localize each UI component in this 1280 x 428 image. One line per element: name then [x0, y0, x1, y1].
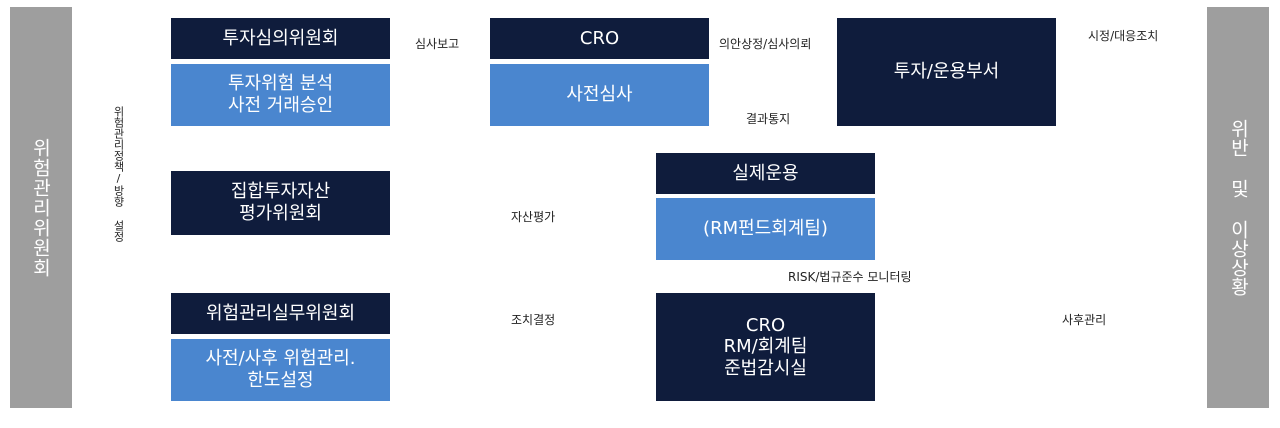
asset-valuation-committee-box: 집합투자자산 평가위원회 — [171, 171, 390, 235]
risk-practice-committee-box: 위험관리실무위원회 — [171, 293, 390, 334]
violation-situation-label: 위반 및 이상상황 — [1227, 119, 1250, 296]
pre-post-risk-management-box: 사전/사후 위험관리. 한도설정 — [171, 339, 390, 401]
risk-committee-bar: 위험관리위원회 — [10, 7, 72, 408]
risk-committee-label: 위험관리위원회 — [29, 137, 52, 278]
agenda-request-label: 의안상정/심사의뢰 — [719, 37, 812, 51]
risk-compliance-monitoring-label: RISK/법규준수 모니터링 — [788, 270, 912, 284]
investment-review-committee-box: 투자심의위원회 — [171, 18, 390, 59]
post-management-label: 사후관리 — [1062, 313, 1107, 327]
investment-operations-dept-box: 투자/운용부서 — [837, 18, 1056, 126]
compliance-team-box: CRO RM/회계팀 준법감시실 — [656, 293, 875, 401]
asset-evaluation-label: 자산평가 — [511, 210, 556, 224]
result-notice-label: 결과통지 — [746, 112, 791, 126]
review-report-label: 심사보고 — [415, 37, 460, 51]
corrective-action-label: 시정/대응조치 — [1088, 29, 1159, 43]
action-decision-label: 조치결정 — [511, 313, 556, 327]
violation-situation-bar: 위반 및 이상상황 — [1207, 7, 1269, 408]
investment-risk-analysis-box: 투자위험 분석 사전 거래승인 — [171, 64, 390, 126]
rm-fund-accounting-box: (RM펀드회계팀) — [656, 198, 875, 260]
actual-operations-box: 실제운용 — [656, 153, 875, 194]
pre-review-box: 사전심사 — [490, 64, 709, 126]
cro-box: CRO — [490, 18, 709, 59]
policy-direction-label: 위험관리정책/방향 설정 — [112, 106, 125, 242]
